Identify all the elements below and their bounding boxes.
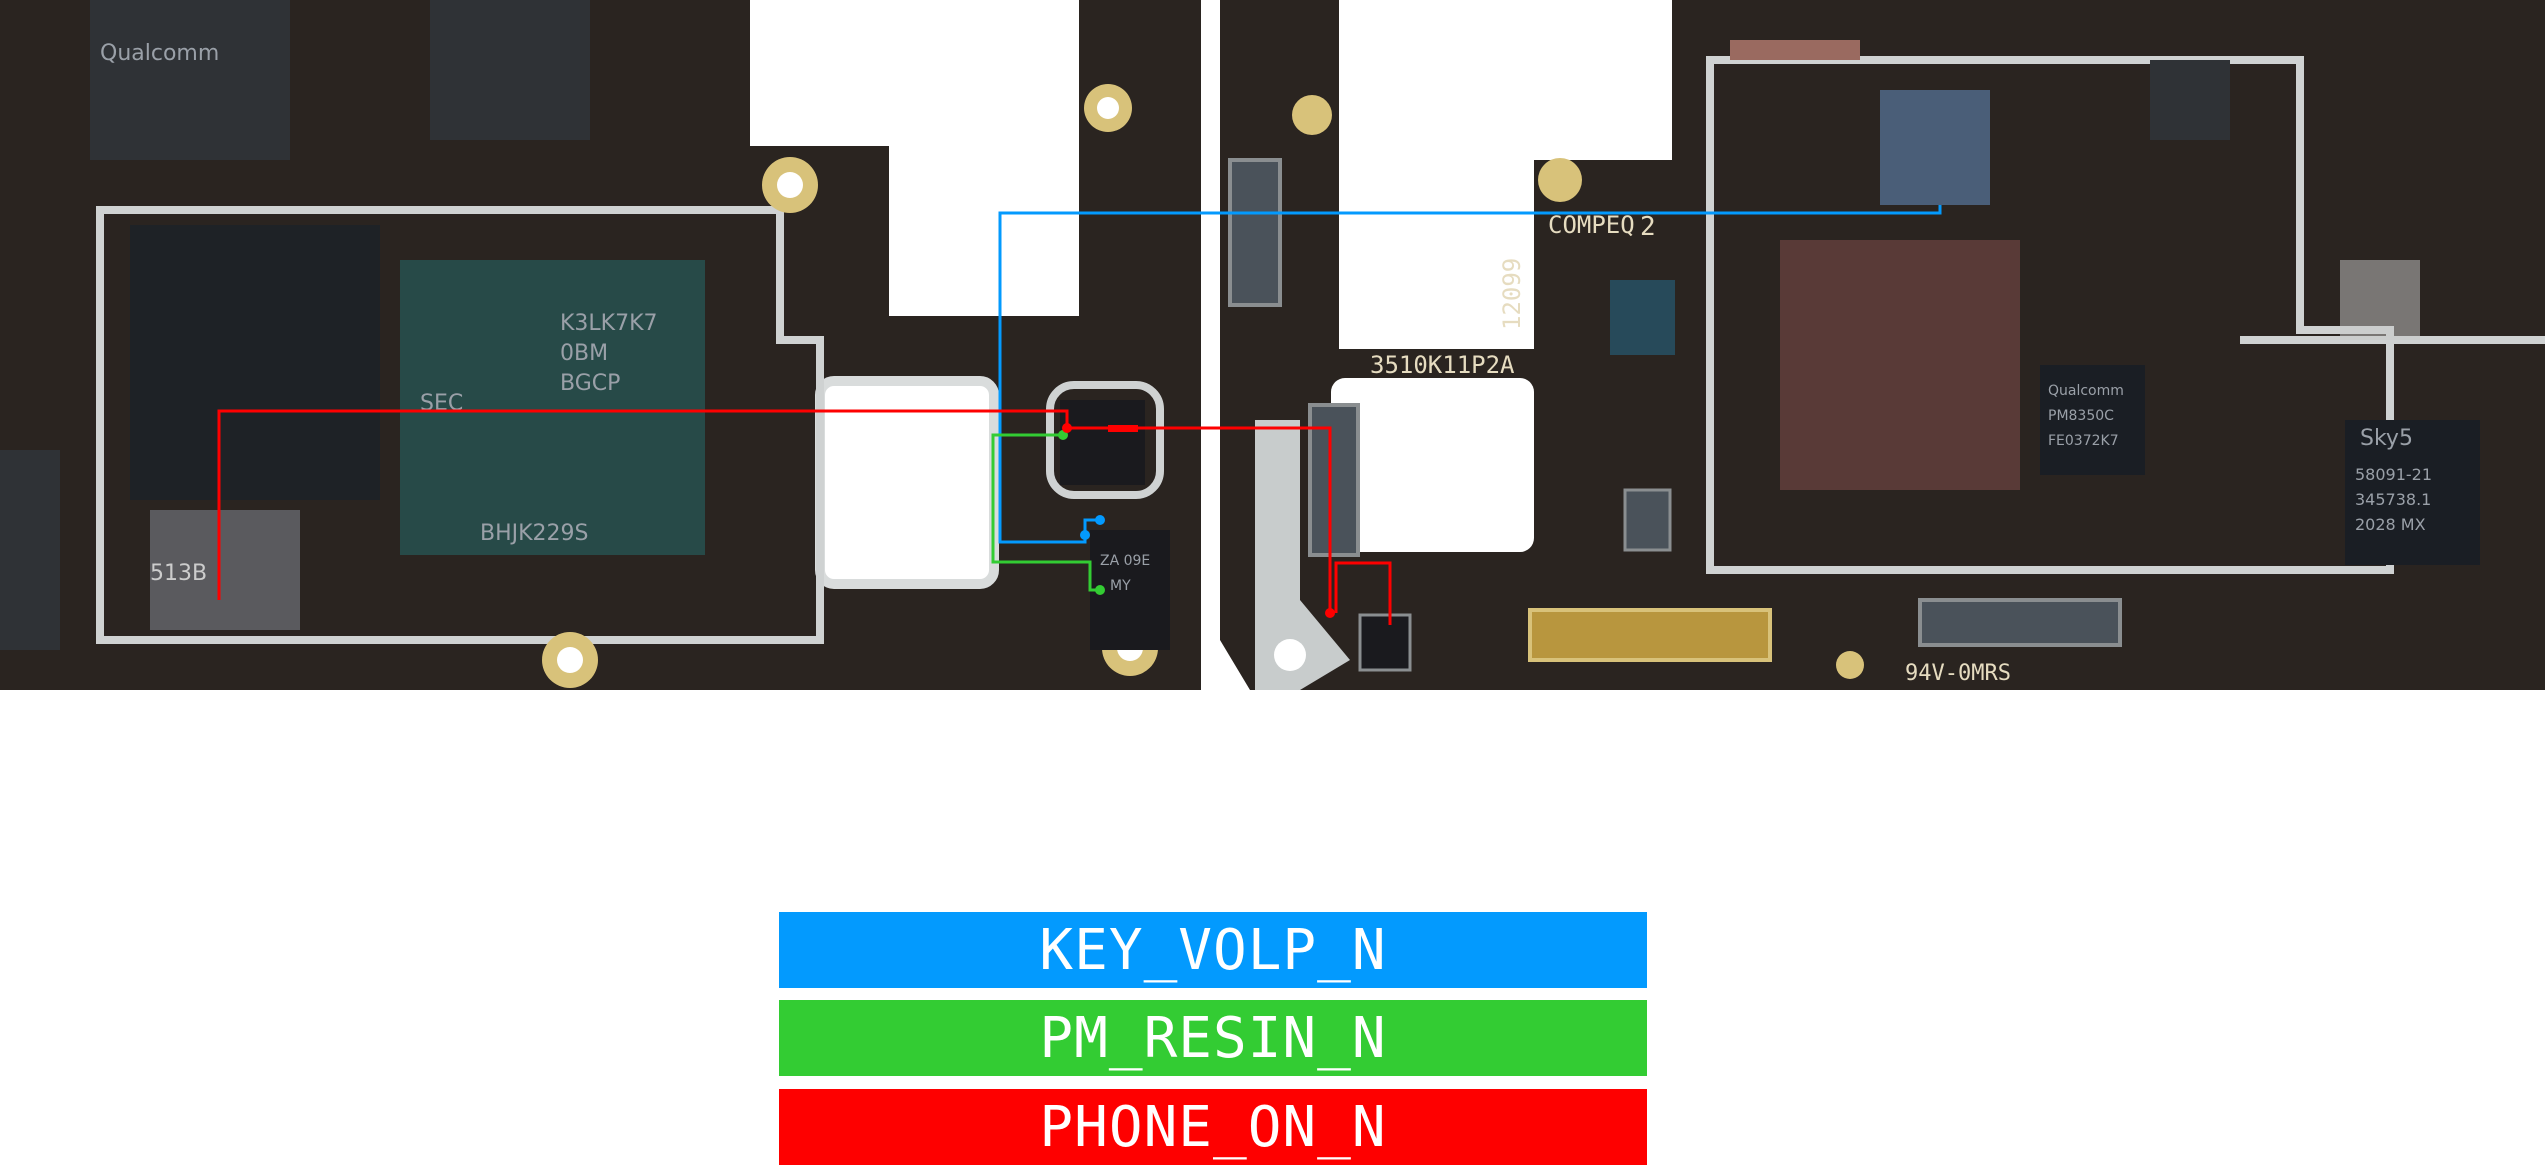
svg-text:Qualcomm: Qualcomm <box>100 41 219 66</box>
right-board-cutout <box>1331 378 1534 552</box>
svg-text:513B: 513B <box>150 561 207 586</box>
marking-code: 12099 <box>1498 258 1526 330</box>
svg-text:FE0372K7: FE0372K7 <box>2048 433 2119 449</box>
connectors <box>1228 158 2122 672</box>
trace-phone-on-n-b <box>1070 426 1332 613</box>
marking-compeq: COMPEQ <box>1548 211 1635 239</box>
svg-text:Qualcomm: Qualcomm <box>2048 383 2124 399</box>
svg-text:345738.1: 345738.1 <box>2355 490 2431 509</box>
trace-phone-on-n-a <box>217 409 1069 600</box>
svg-text:58091-21: 58091-21 <box>2355 465 2432 484</box>
svg-text:BHJK229S: BHJK229S <box>480 521 589 546</box>
metal-bracket <box>1255 420 1350 690</box>
marking-rating: 94V-0MRS <box>1905 661 2011 686</box>
marking-part-number: 3510K11P2A <box>1370 351 1515 379</box>
legend-pm-resin-n: PM_RESIN_N <box>779 1000 1647 1076</box>
trace-key-volp-n <box>998 205 1942 544</box>
svg-text:MY: MY <box>1110 578 1131 594</box>
trace-phone-on-n-c <box>1334 561 1392 625</box>
svg-text:ZA 09E: ZA 09E <box>1100 553 1150 569</box>
pcb-board-photo: COMPEQ 2 3510K11P2A 12099 94V-0MRS K3LK7… <box>0 0 2545 690</box>
legend-key-volp-n: KEY_VOLP_N <box>779 912 1647 988</box>
svg-text:2: 2 <box>1640 212 1656 242</box>
trace-endpoints <box>1058 423 1335 618</box>
svg-text:Sky5: Sky5 <box>2360 426 2413 451</box>
svg-text:0BM: 0BM <box>560 341 608 366</box>
svg-text:2028 MX: 2028 MX <box>2355 515 2426 534</box>
trace-pm-resin-n <box>991 433 1100 592</box>
legend-phone-on-n: PHONE_ON_N <box>779 1089 1647 1165</box>
svg-text:BGCP: BGCP <box>560 371 620 396</box>
svg-text:PM8350C: PM8350C <box>2048 408 2114 424</box>
chips <box>0 0 2480 650</box>
svg-text:K3LK7K7: K3LK7K7 <box>560 311 658 336</box>
